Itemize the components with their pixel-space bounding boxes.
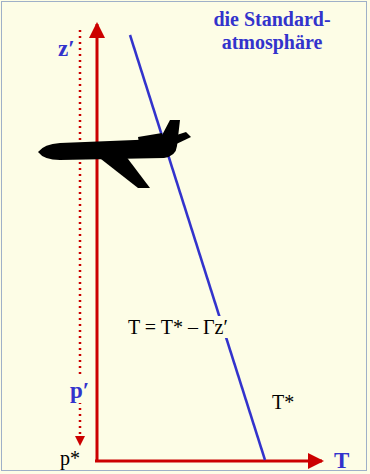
temperature-axis	[95, 460, 322, 463]
temperature-profile	[130, 35, 265, 460]
axis-label: z′	[58, 36, 75, 61]
surface-pressure-label: p*	[60, 447, 80, 469]
surface-temperature-label: T*	[272, 391, 294, 413]
diagram-title: die Standard- atmosphäre	[192, 8, 352, 54]
axis-label: T	[334, 448, 349, 473]
height-axis	[96, 24, 99, 462]
axis-label: p′	[68, 378, 91, 403]
formula-label: T = T* – Γz′	[126, 316, 230, 338]
airplane	[38, 120, 191, 188]
